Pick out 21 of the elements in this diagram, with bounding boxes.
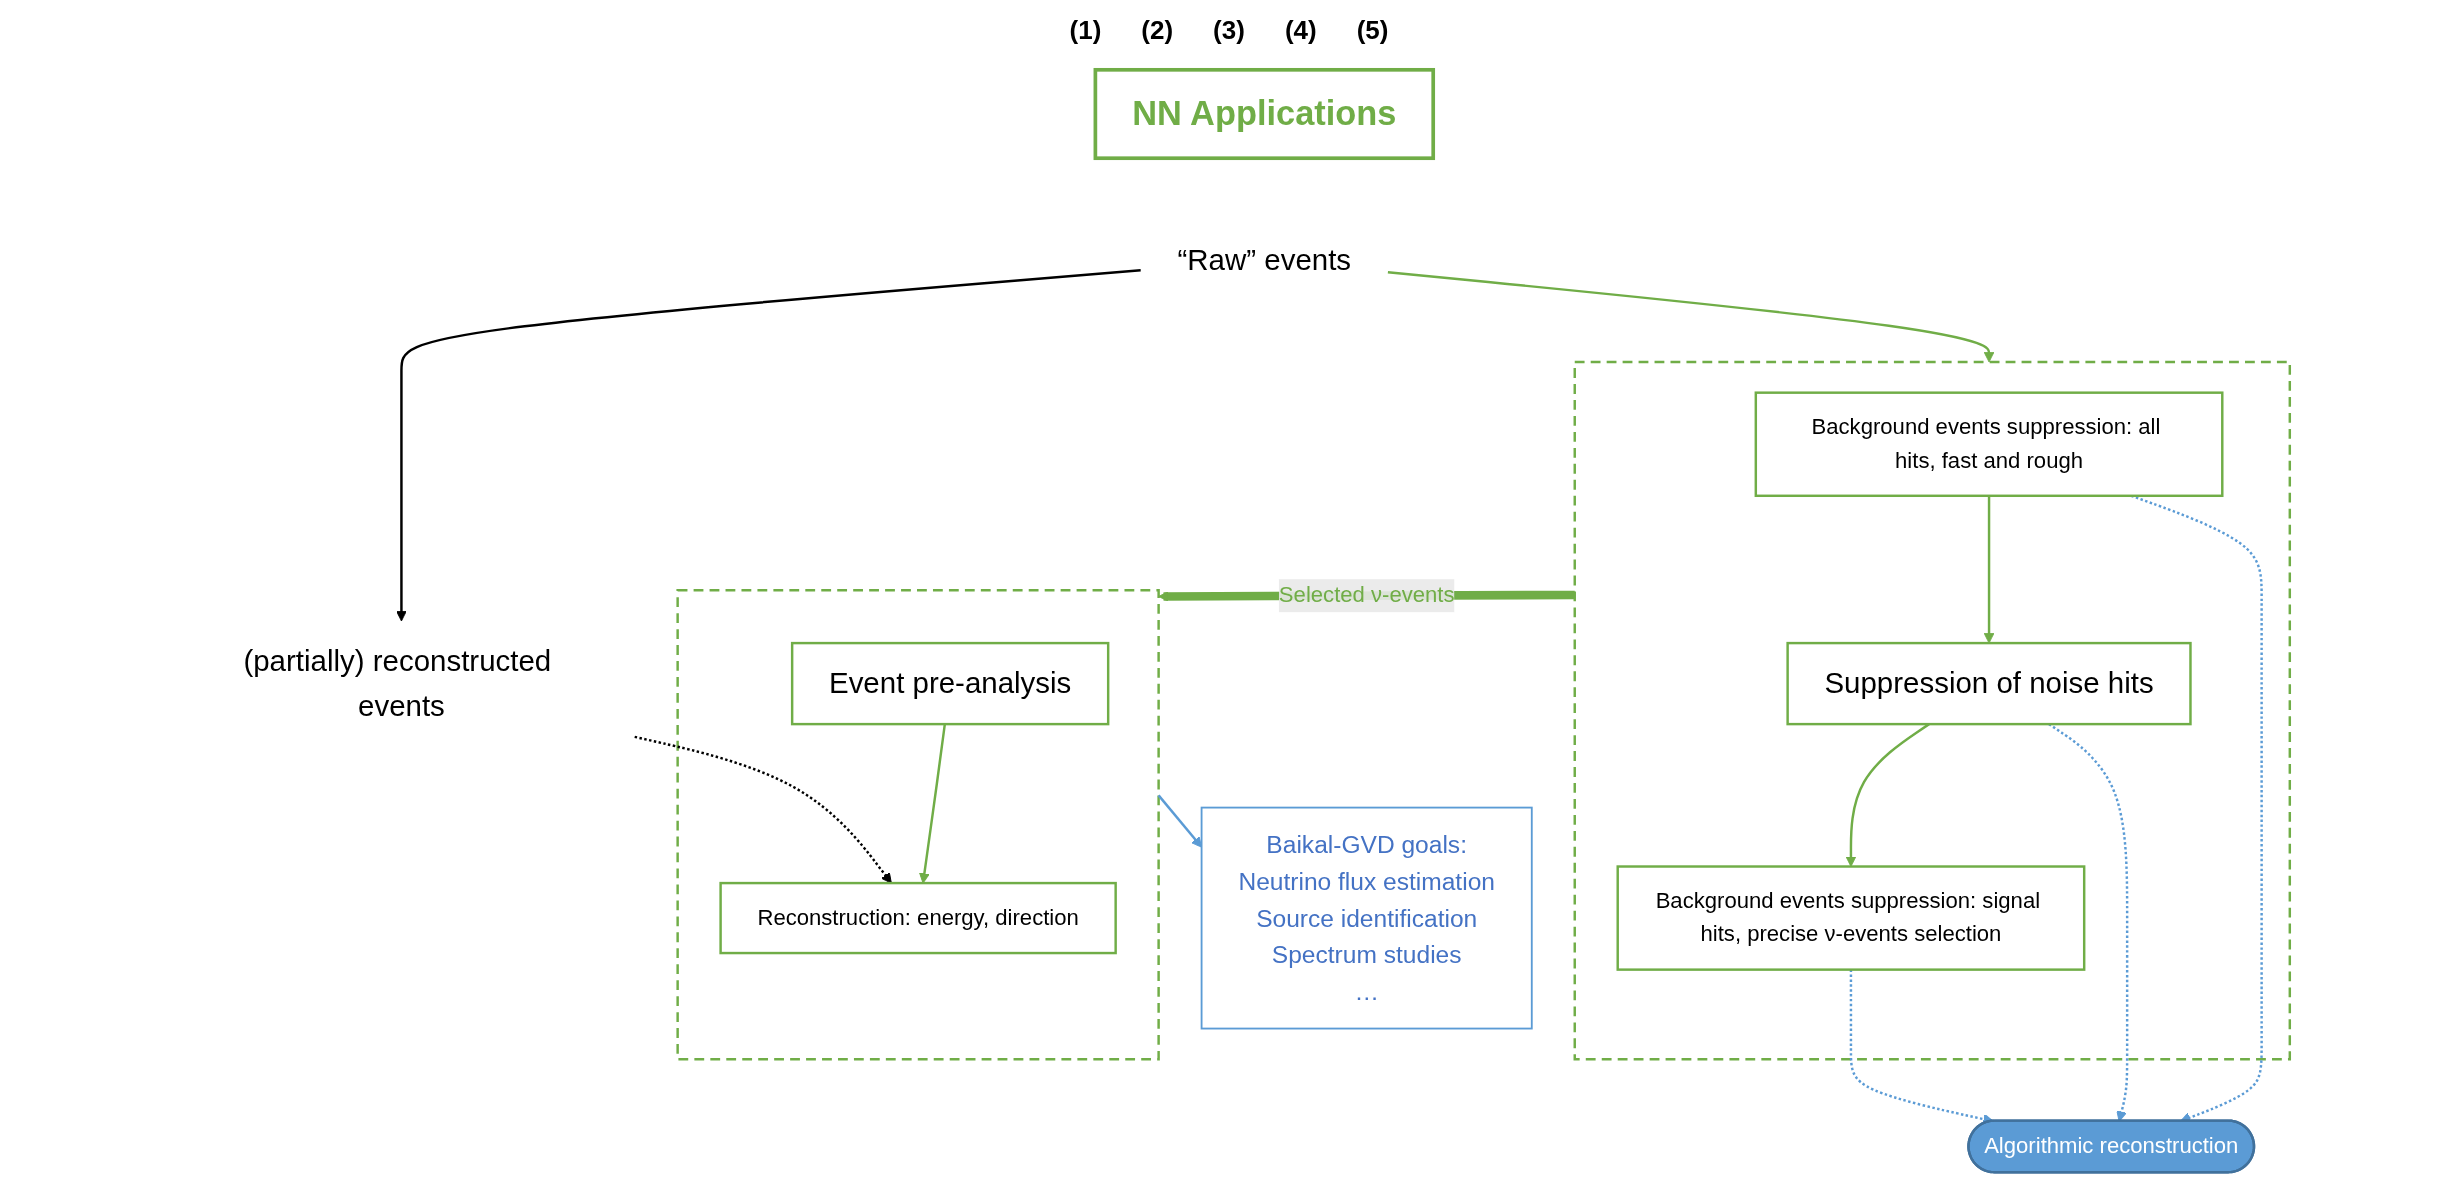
node-box: Background events suppression: all hits, fast and rough: [1754, 391, 2224, 498]
node-box: NN Applications: [1093, 67, 1436, 161]
arrow: [634, 735, 892, 884]
step-number: (2): [1141, 14, 1174, 46]
arrow: [1387, 271, 1995, 363]
arrow: [1983, 495, 1995, 644]
edge-label: Selected ν-events: [1278, 582, 1455, 608]
step-number: (1): [1069, 14, 1102, 46]
node-text: “Raw” events: [1177, 242, 1352, 277]
step-number: (4): [1284, 14, 1317, 46]
cluster: [1573, 360, 2292, 1061]
step-number: (5): [1356, 14, 1389, 46]
node-box: Baikal-GVD goals: Neutrino flux estimation Source identification Spectrum studies …: [1200, 806, 1533, 1030]
cluster: [676, 589, 1160, 1061]
step-number: (3): [1213, 14, 1245, 46]
node-box: Reconstruction: energy, direction: [719, 881, 1117, 955]
node-box: Suppression of noise hits: [1786, 641, 2192, 726]
node-box: Event pre-analysis: [790, 641, 1110, 726]
arrow: [396, 269, 1141, 622]
node-box: Background events suppression: signal hits, precise ν-events selection: [1616, 865, 2086, 971]
node-text: (partially) reconstructed events: [243, 644, 552, 722]
